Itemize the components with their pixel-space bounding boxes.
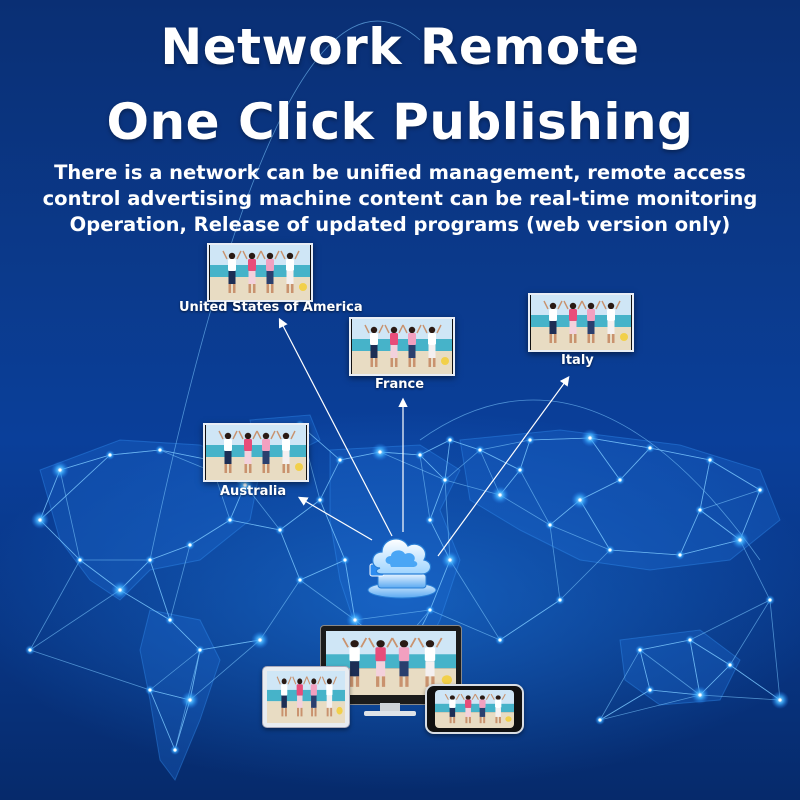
description-line-2: control advertising machine content can …: [42, 187, 758, 210]
description-line-3: Operation, Release of updated programs (…: [69, 213, 731, 236]
label-italy: Italy: [561, 353, 594, 368]
arrow-to-usa: [278, 317, 393, 537]
beach-photo: [435, 690, 514, 728]
arrow-to-australia: [297, 496, 373, 541]
beach-photo: [210, 245, 310, 300]
phone-icon: [425, 684, 524, 734]
title-line-1: Network Remote: [160, 18, 640, 76]
tablet-icon: [262, 666, 350, 728]
screen-italy: [528, 293, 634, 352]
description: There is a network can be unified manage…: [30, 160, 770, 238]
description-line-1: There is a network can be unified manage…: [54, 161, 746, 184]
beach-photo: [206, 425, 306, 480]
title-line-2: One Click Publishing: [106, 93, 694, 151]
screen-france: [349, 317, 455, 376]
label-australia: Australia: [220, 484, 287, 499]
label-usa: United States of America: [179, 300, 363, 315]
label-france: France: [375, 377, 425, 392]
screen-usa: [207, 243, 313, 302]
beach-photo: [531, 295, 631, 350]
screen-australia: [203, 423, 309, 482]
beach-photo: [267, 671, 345, 723]
beach-photo: [352, 319, 452, 374]
cloud-server-icon: [367, 538, 437, 599]
arrow-to-italy: [437, 376, 570, 557]
